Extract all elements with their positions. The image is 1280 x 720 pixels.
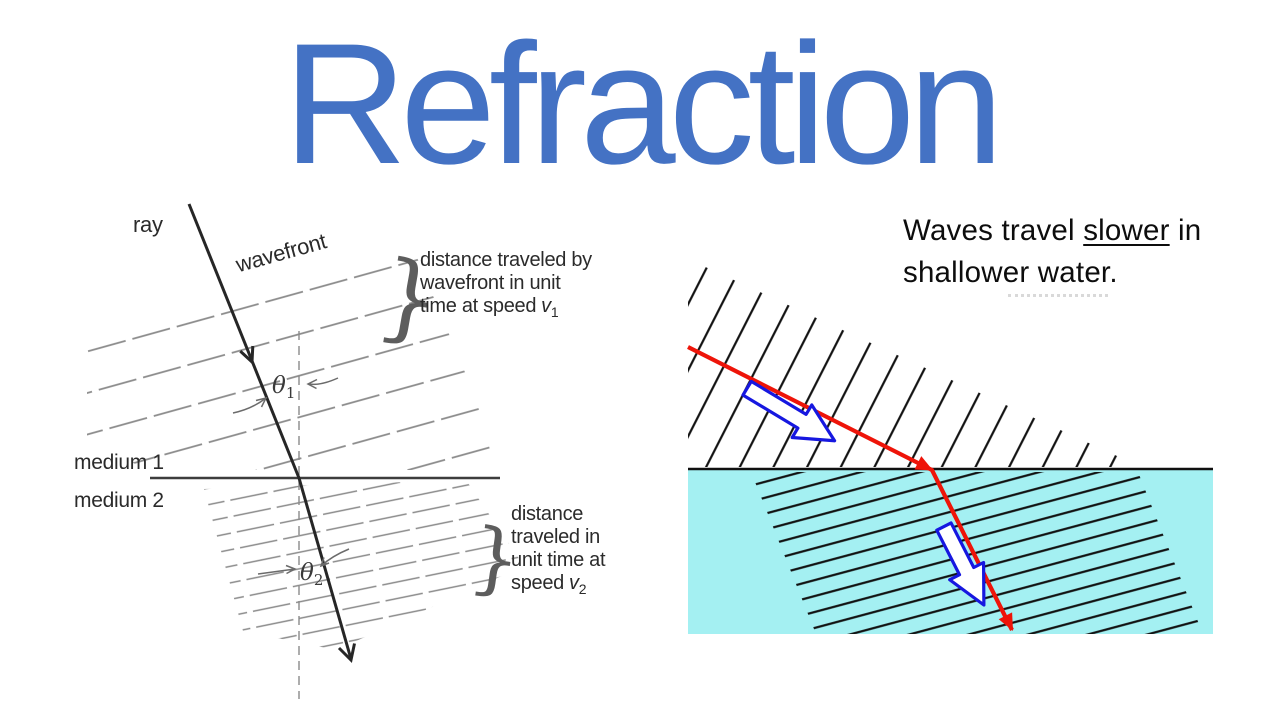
wave-direction-arrow-deep xyxy=(741,379,837,443)
theta2-subscript: 2 xyxy=(314,571,324,589)
annotation-v1-v: v xyxy=(541,295,552,317)
red-ray-arrowhead-end xyxy=(998,612,1013,631)
wave-direction-arrow-shallow-shape xyxy=(935,521,986,607)
caption-line2: shallower water. xyxy=(903,255,1118,289)
annotation-v2-line3: unit time at xyxy=(511,549,606,571)
caption: Waves travel slower in shallower water. xyxy=(903,210,1273,294)
caption-before: Waves travel xyxy=(903,214,1084,247)
annotation-v2-v: v xyxy=(569,572,580,594)
theta1-pointer-arrow xyxy=(308,377,339,386)
red-ray-arrowhead-boundary xyxy=(914,456,933,471)
water-wave-diagram xyxy=(687,259,1213,634)
annotation-v2-line1: distance xyxy=(511,503,583,525)
theta2-symbol: θ xyxy=(300,560,314,586)
ray-label: ray xyxy=(133,212,163,237)
annotation-v1-line3: time at speed xyxy=(420,295,536,317)
theta2-pointer-arrowhead xyxy=(285,564,297,575)
incident-ray-arrowhead xyxy=(239,345,255,366)
theta1-subscript: 1 xyxy=(286,384,296,402)
theta1-curved-arrow xyxy=(232,397,267,414)
refracted-ray xyxy=(297,477,353,660)
theta2-pointer-arrow xyxy=(257,568,296,575)
slide-title: Refraction xyxy=(283,8,1004,200)
wave-direction-arrow-deep-shape xyxy=(741,379,837,443)
caption-underlined: slower xyxy=(1083,214,1170,247)
refracted-ray-arrowhead xyxy=(337,643,356,664)
refraction-textbook-diagram: } } ray wavefront medium 1 medium 2 θ1 θ… xyxy=(74,203,611,699)
faint-dash-artifact xyxy=(1008,294,1108,297)
annotation-v1-sub: 1 xyxy=(551,304,559,320)
theta1-pointer-arrowhead xyxy=(306,378,318,390)
annotation-v2-line4: speed xyxy=(511,572,564,594)
annotation-v1: distance traveled by wavefront in unit t… xyxy=(419,249,597,320)
theta2-curved-arrowhead xyxy=(319,557,330,568)
theta2-curved-arrow xyxy=(320,548,350,567)
medium1-label: medium 1 xyxy=(74,451,164,474)
caption-after: in xyxy=(1169,214,1202,247)
theta1-curved-arrowhead xyxy=(255,396,268,408)
medium1-wavefront-band xyxy=(87,236,500,470)
medium2-wavefront-band xyxy=(204,480,524,650)
shallow-water-wavefront-band xyxy=(751,472,1203,634)
annotation-v2-sub: 2 xyxy=(579,581,587,597)
theta2-label: θ2 xyxy=(300,560,323,589)
theta1-symbol: θ xyxy=(272,373,286,399)
annotation-v1-line2: wavefront in unit xyxy=(419,272,561,294)
incident-ray xyxy=(187,203,301,479)
theta1-label: θ1 xyxy=(272,373,295,402)
annotation-v1-line1: distance traveled by xyxy=(420,249,592,271)
annotation-v2-line2: traveled in xyxy=(511,526,600,548)
wave-direction-arrow-shallow xyxy=(935,521,986,607)
brace-v2: } xyxy=(465,511,527,607)
medium2-label: medium 2 xyxy=(74,489,164,512)
